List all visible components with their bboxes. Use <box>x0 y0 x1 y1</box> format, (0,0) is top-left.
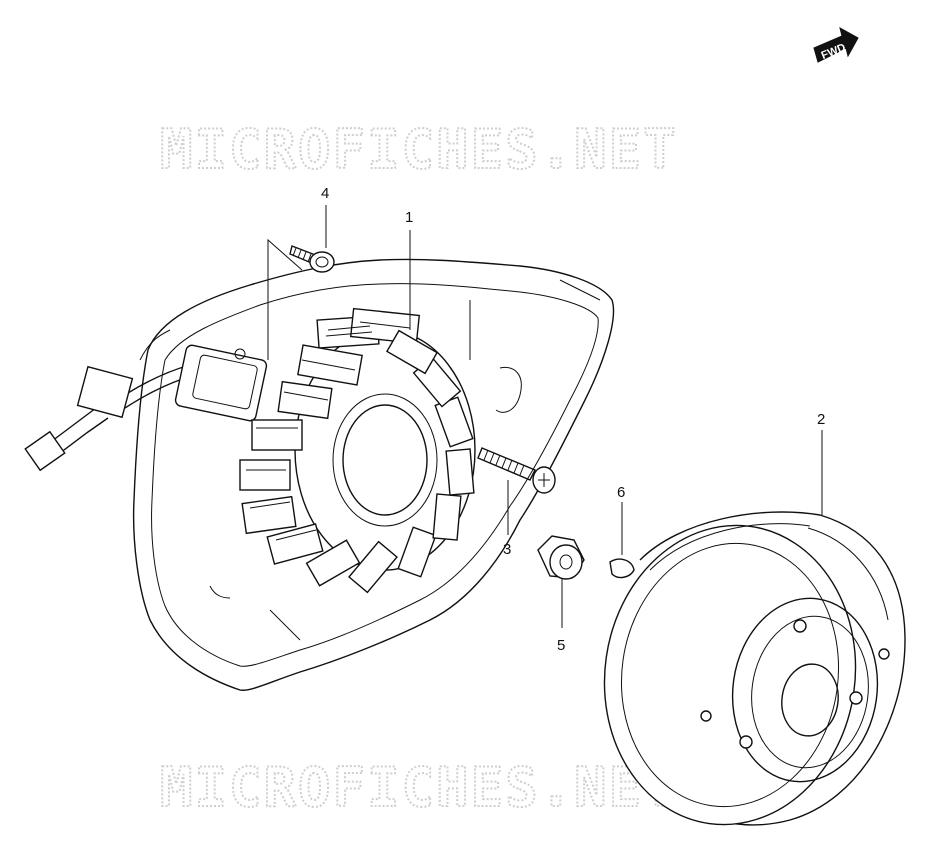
callout-2: 2 <box>817 411 825 428</box>
callout-3: 3 <box>503 541 511 558</box>
leader-lines <box>267 205 823 628</box>
callout-1: 1 <box>405 209 413 226</box>
screw-3 <box>477 447 556 494</box>
key-6 <box>609 558 635 579</box>
watermark-bottom: MICROFICHES.NET <box>160 756 678 819</box>
callout-6: 6 <box>617 484 625 501</box>
bolt-4 <box>289 245 335 273</box>
rotor <box>603 511 906 826</box>
watermark-top: MICROFICHES.NET <box>160 118 678 181</box>
nut-5 <box>537 535 585 580</box>
wire-harness <box>24 344 268 472</box>
stator <box>239 307 476 594</box>
generator-cover <box>132 258 615 691</box>
fwd-arrow-icon: FWD <box>813 27 859 63</box>
callout-4: 4 <box>321 185 329 202</box>
callout-5: 5 <box>557 637 565 654</box>
